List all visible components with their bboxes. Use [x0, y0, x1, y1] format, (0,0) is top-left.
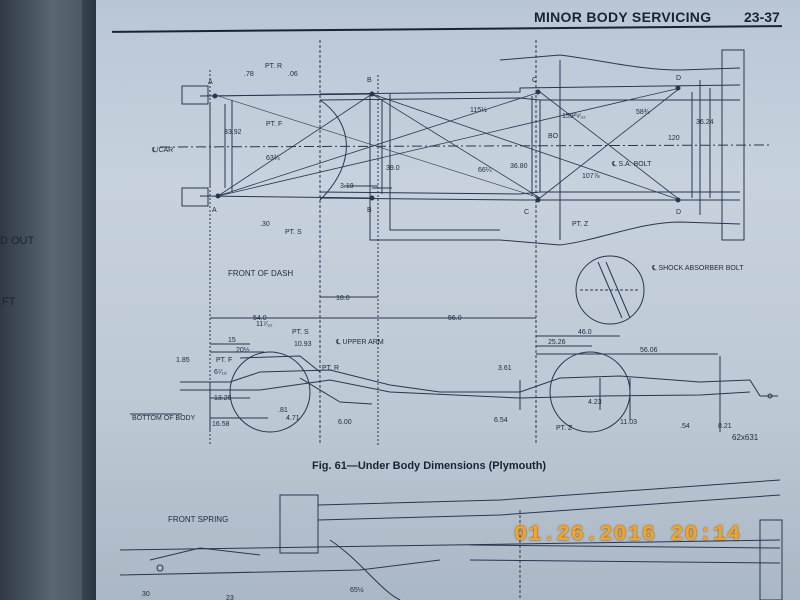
side-pt-f-label: PT. F [216, 357, 232, 364]
side-pt-z-label: PT. Z [556, 425, 573, 432]
pt-s-label: PT. S [285, 229, 302, 236]
dimension: 6.00 [338, 419, 352, 426]
point-c-label: C [524, 209, 529, 216]
sa-bolt-label: ℄ S.A. BOLT [611, 161, 652, 168]
dimension: 115½ [470, 106, 487, 114]
dimension: 66¼ [478, 167, 492, 174]
front-spring-label-text: FRONT SPRING [168, 515, 228, 524]
dimension: 20½ [236, 346, 250, 354]
dimension: 56.06 [640, 347, 658, 354]
point-d-label: D [676, 209, 681, 216]
dimension: 15 [228, 337, 236, 344]
dimension: 10.93 [294, 341, 312, 348]
dimension: 3.61 [498, 365, 512, 372]
dimension: 1.85 [176, 357, 190, 364]
dimension: 11⁷⁄₃₂ [256, 321, 273, 328]
dimension: .81 [278, 407, 288, 414]
dimension: 6.54 [494, 417, 508, 424]
dimension: 36.80 [510, 163, 528, 170]
dimension: 11.03 [620, 419, 637, 426]
adjacent-page-fragment: FT [2, 296, 16, 308]
adjacent-page-fragment: D OUT [0, 235, 35, 247]
dimension: 63¾ [266, 155, 280, 162]
page-number: 23-37 [744, 9, 780, 25]
point-a-label: A [208, 79, 213, 86]
dimension: .78 [244, 71, 254, 78]
point-b-label: B [367, 207, 372, 214]
dimension: 23 [226, 595, 234, 600]
dimension: .54 [680, 423, 690, 430]
bottom-of-body-label: BOTTOM OF BODY [132, 415, 196, 422]
point-c-label: C [532, 77, 537, 84]
pt-z-label: PT. Z [572, 221, 589, 228]
front-spring-label: FRONT SPRING [168, 515, 228, 524]
dimension: 56.0 [448, 315, 462, 322]
dimension: .30 [260, 221, 270, 228]
pt-f-label: PT. F [266, 121, 282, 128]
point-b-label: B [367, 77, 372, 84]
side-pt-s-label: PT. S [292, 329, 309, 336]
dimension: 3.19 [340, 183, 354, 190]
upper-arm-label: ℄ UPPER ARM [335, 339, 384, 346]
pt-r-label: PT. R [265, 63, 282, 70]
dimension: 120 [668, 135, 680, 142]
dimension: 46.0 [578, 329, 592, 336]
dimension: 36.24 [696, 119, 714, 126]
dimension: .06 [288, 71, 298, 78]
front-of-dash-label: FRONT OF DASH [228, 269, 293, 278]
adjacent-page: D OUT FT [0, 0, 96, 600]
point-a-label: A [212, 207, 217, 214]
centerline-label: ℄/CAR [151, 147, 173, 154]
lower-figure-frame [119, 479, 783, 600]
dimension: 39.0 [386, 165, 400, 172]
dimension: 107⅞ [582, 173, 600, 180]
point-d-label: D [676, 75, 681, 82]
dimension: 30 [142, 591, 150, 598]
dimension: 16.58 [212, 421, 230, 428]
figure-reference: 62x631 [732, 433, 759, 442]
shock-absorber-label: ℄ SHOCK ABSORBER BOLT [651, 265, 744, 272]
dimension: 159²⁹⁄₃₂ [562, 113, 586, 120]
top-view-points [212, 85, 681, 203]
top-view-frame [159, 40, 771, 445]
bo-label: BO [548, 133, 559, 140]
dimension: 33.92 [224, 129, 242, 136]
dimension: 58¾ [636, 109, 650, 116]
dimension: 65½ [350, 586, 364, 594]
section-title: MINOR BODY SERVICING [534, 9, 712, 25]
figure-caption: Fig. 61—Under Body Dimensions (Plymouth) [312, 460, 547, 472]
dimension: 6⁷⁄₁₆ [214, 369, 227, 376]
dimension: 18.0 [336, 295, 350, 302]
dimension: 4.71 [286, 415, 300, 422]
dimension: 8.21 [718, 423, 732, 430]
side-view-frame [130, 335, 778, 433]
dimension: 54.0 [253, 315, 267, 322]
dimension: 13.26 [214, 395, 232, 402]
dimension: 25.26 [548, 339, 566, 346]
side-pt-r-label: PT. R [322, 365, 339, 372]
book-gutter [82, 0, 100, 600]
dimension: 4.23 [588, 399, 602, 406]
camera-timestamp: 01.26.2016 20:14 [514, 522, 742, 547]
